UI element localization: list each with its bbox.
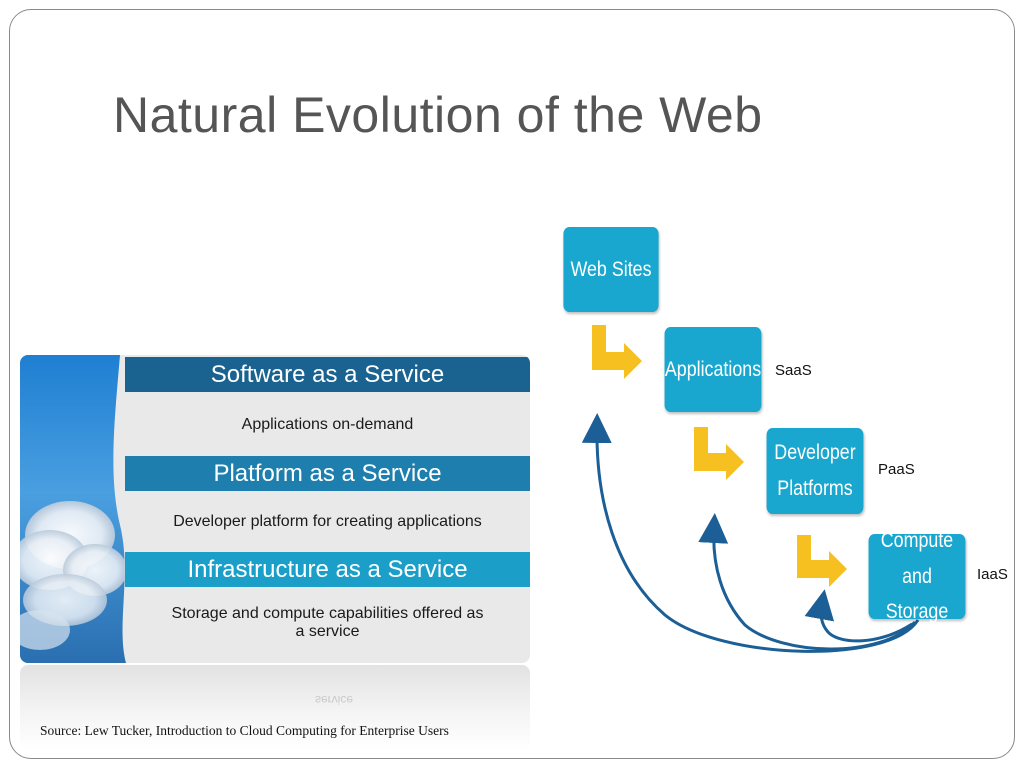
applications-label: Applications [664, 357, 762, 381]
iaas-band: Infrastructure as a Service [125, 552, 530, 587]
developer-line1: Developer [774, 441, 856, 465]
developer-line2: Platforms [777, 477, 853, 500]
stack-reflection: service [20, 665, 530, 750]
saas-tag: SaaS [775, 362, 812, 379]
developer-platforms-box: Developer Platforms [766, 428, 864, 514]
applications-box: Applications [664, 327, 762, 412]
saas-band: Software as a Service [125, 357, 530, 392]
paas-band: Platform as a Service [125, 456, 530, 491]
compute-storage-box: Compute and Storage [868, 529, 966, 623]
compute-line1: Compute [880, 528, 954, 552]
compute-line2: and Storage [885, 564, 949, 624]
source-citation: Source: Lew Tucker, Introduction to Clou… [40, 723, 449, 738]
sky-cloud-image [20, 355, 127, 663]
paas-description: Developer platform for creating applicat… [173, 513, 482, 530]
slide-title: Natural Evolution of the Web [113, 87, 763, 143]
iaas-description: Storage and compute capabilities offered… [171, 605, 484, 640]
reflection-ghost-text: service [315, 693, 354, 707]
saas-description: Applications on-demand [241, 416, 414, 433]
iaas-tag: IaaS [977, 566, 1008, 583]
web-sites-label: Web Sites [570, 257, 652, 281]
service-stack-panel: Software as a Service Applications on-de… [20, 355, 530, 663]
paas-tag: PaaS [878, 461, 915, 478]
web-sites-box: Web Sites [563, 227, 659, 312]
